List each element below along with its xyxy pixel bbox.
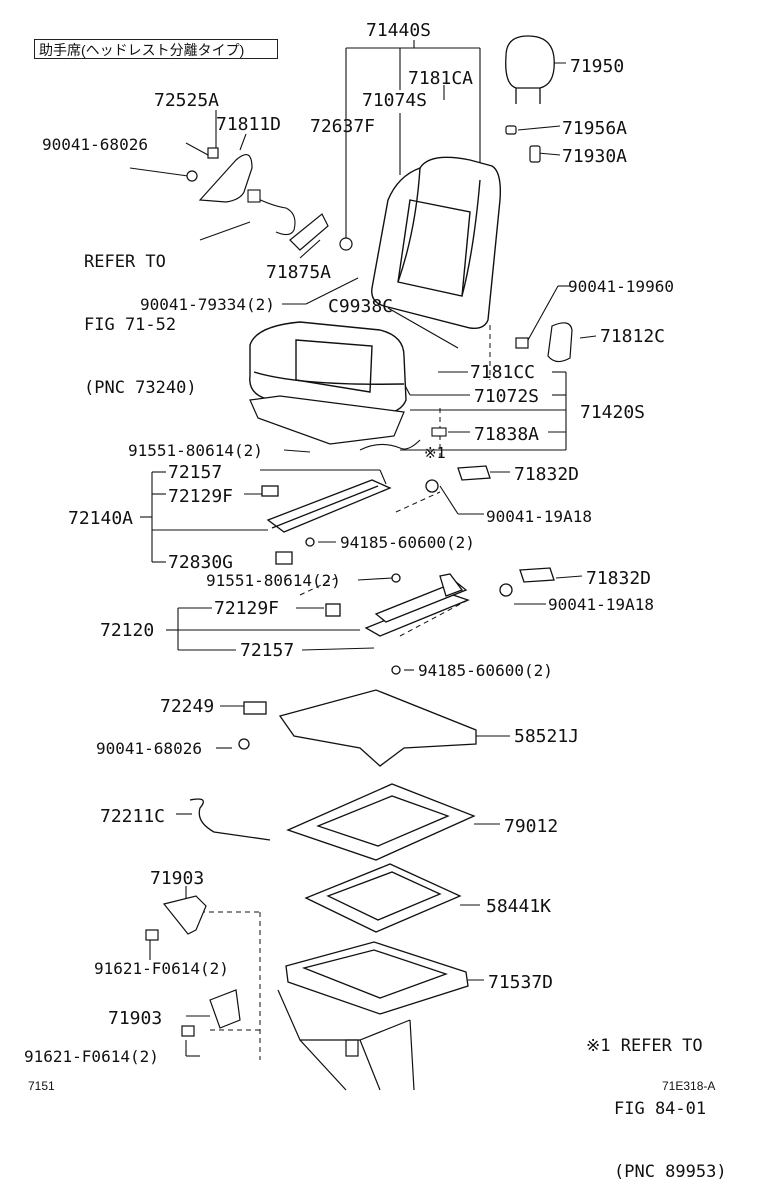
part-labels: 71440S 7181CA 71950 71074S 72525A 71811D… bbox=[24, 20, 674, 1066]
label-94185-60600-mid: 94185-60600(2) bbox=[418, 661, 553, 680]
label-72830G: 72830G bbox=[168, 552, 233, 573]
footer-right: 71E318-A bbox=[662, 1079, 716, 1093]
label-79012: 79012 bbox=[504, 816, 558, 837]
label-72157-mid: 72157 bbox=[240, 640, 294, 661]
label-C9938C: C9938C bbox=[328, 296, 393, 317]
bracket-71875A-drawing bbox=[289, 213, 329, 251]
label-90041-19A18-top: 90041-19A18 bbox=[486, 507, 592, 526]
label-71956A: 71956A bbox=[562, 118, 627, 139]
label-94185-60600-top: 94185-60600(2) bbox=[340, 533, 475, 552]
parts-diagram: 71440S 7181CA 71950 71074S 72525A 71811D… bbox=[24, 20, 674, 1091]
frame-58441K-drawing bbox=[304, 863, 462, 933]
frame-71537D-drawing bbox=[285, 941, 469, 1015]
label-90041-79334: 90041-79334(2) bbox=[140, 295, 275, 314]
refer-note-left: REFER TO FIG 71-52 (PNC 73240) bbox=[84, 210, 197, 420]
footer-left: 7151 bbox=[28, 1079, 55, 1093]
label-90041-68026-top: 90041-68026 bbox=[42, 135, 148, 154]
seat-track-upper-drawing bbox=[261, 465, 491, 565]
label-71072S: 71072S bbox=[474, 386, 539, 407]
label-71074S: 71074S bbox=[362, 90, 427, 111]
refer-left-line-3: (PNC 73240) bbox=[84, 378, 197, 398]
refer-left-line-1: REFER TO bbox=[84, 252, 166, 272]
bracket-71903-drawing bbox=[145, 895, 241, 1037]
label-72157-top: 72157 bbox=[168, 462, 222, 483]
seatback-drawing bbox=[371, 156, 502, 330]
label-90041-19A18-mid: 90041-19A18 bbox=[548, 595, 654, 614]
label-72211C: 72211C bbox=[100, 806, 165, 827]
cushion-frame-drawing bbox=[249, 395, 405, 445]
label-71838A: 71838A bbox=[474, 424, 539, 445]
label-7181CC: 7181CC bbox=[470, 362, 535, 383]
label-71420S: 71420S bbox=[580, 402, 645, 423]
refer-right-line-3: (PNC 89953) bbox=[614, 1162, 727, 1182]
label-mark-1: ※1 bbox=[424, 444, 446, 462]
wire-harness-drawing bbox=[247, 189, 296, 236]
seatback-rivet-drawing bbox=[339, 237, 353, 251]
pad-79012-drawing bbox=[286, 783, 476, 861]
label-71903-top: 71903 bbox=[150, 868, 204, 889]
headrest-drawing bbox=[505, 35, 555, 104]
label-72120: 72120 bbox=[100, 620, 154, 641]
label-58521J: 58521J bbox=[514, 726, 579, 747]
label-7181CA: 7181CA bbox=[408, 68, 473, 89]
label-91551-80614-top: 91551-80614(2) bbox=[128, 441, 263, 460]
wire-72211C-drawing bbox=[189, 798, 271, 841]
seat-track-lower-drawing bbox=[325, 567, 555, 675]
cover-71812C-drawing bbox=[515, 322, 573, 363]
label-71440S: 71440S bbox=[366, 20, 431, 41]
label-91551-80614-mid: 91551-80614(2) bbox=[206, 571, 341, 590]
label-71811D: 71811D bbox=[216, 114, 281, 135]
refer-right-line-1: ※1 REFER TO bbox=[586, 1036, 703, 1056]
headrest-support-drawing bbox=[505, 125, 541, 163]
label-71930A: 71930A bbox=[562, 146, 627, 167]
label-72129F-mid: 72129F bbox=[214, 598, 279, 619]
leader-lines bbox=[129, 40, 597, 1057]
label-71812C: 71812C bbox=[600, 326, 665, 347]
label-90041-68026-bottom: 90041-68026 bbox=[96, 739, 202, 758]
label-71903-bottom: 71903 bbox=[108, 1008, 162, 1029]
shield-drawing bbox=[238, 689, 477, 767]
body-floor-drawing bbox=[277, 989, 415, 1091]
seat-cushion-drawing bbox=[249, 321, 407, 415]
label-71537D: 71537D bbox=[488, 972, 553, 993]
header-box: 助手席(ヘッドレスト分離タイプ) bbox=[34, 39, 278, 59]
label-91621-F0614-top: 91621-F0614(2) bbox=[94, 959, 229, 978]
label-91621-F0614-bottom: 91621-F0614(2) bbox=[24, 1047, 159, 1066]
recliner-cover-drawing bbox=[186, 147, 253, 203]
label-72525A: 72525A bbox=[154, 90, 219, 111]
label-72249: 72249 bbox=[160, 696, 214, 717]
refer-left-line-2: FIG 71-52 bbox=[84, 315, 177, 335]
label-72637F: 72637F bbox=[310, 116, 375, 137]
label-71832D-top: 71832D bbox=[514, 464, 579, 485]
label-71832D-mid: 71832D bbox=[586, 568, 651, 589]
label-58441K: 58441K bbox=[486, 896, 551, 917]
label-90041-19960: 90041-19960 bbox=[568, 277, 674, 296]
label-71950: 71950 bbox=[570, 56, 624, 77]
label-72140A: 72140A bbox=[68, 508, 133, 529]
label-71875A: 71875A bbox=[266, 262, 331, 283]
cushion-wire-drawing bbox=[359, 427, 447, 451]
dashed-guides bbox=[200, 325, 491, 1060]
label-72129F-top: 72129F bbox=[168, 486, 233, 507]
